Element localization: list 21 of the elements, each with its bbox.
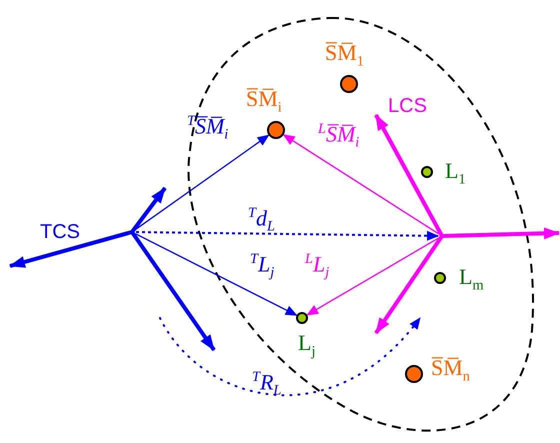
- edge-label: $^{L}$L$_{j}$: [305, 252, 330, 280]
- frame-label: LCS: [388, 96, 427, 116]
- vector-arrow: [306, 237, 439, 316]
- edge-label: $^{L}$S̅M̅$_{i}$: [318, 122, 360, 150]
- vector-arrow: [282, 134, 439, 234]
- point-label: L$_{j}$: [298, 332, 316, 359]
- edge-label: $^{T}$d$_{L}$: [248, 206, 275, 234]
- vector-arrow: [136, 230, 439, 241]
- point-label: L$_{m}$: [459, 266, 484, 293]
- edge-label: $^{T}$S̅M̅$_{i}$: [187, 114, 228, 142]
- vector-arrow: [135, 233, 298, 316]
- coordinate-axes: [374, 114, 560, 334]
- point-label: S̅M̅$_{i}$: [246, 88, 282, 115]
- point-label: L$_{1}$: [445, 160, 466, 187]
- point-label: S̅M̅$_{1}$: [325, 42, 364, 69]
- rotation-arrow: [159, 317, 421, 396]
- vector-arrow: [134, 134, 270, 230]
- edge-label: $^{T}$L$_{j}$: [250, 252, 274, 280]
- coordinate-axes: [9, 186, 216, 352]
- point-label: S̅M̅$_{n}$: [431, 357, 470, 384]
- frame-label: TCS: [40, 222, 80, 242]
